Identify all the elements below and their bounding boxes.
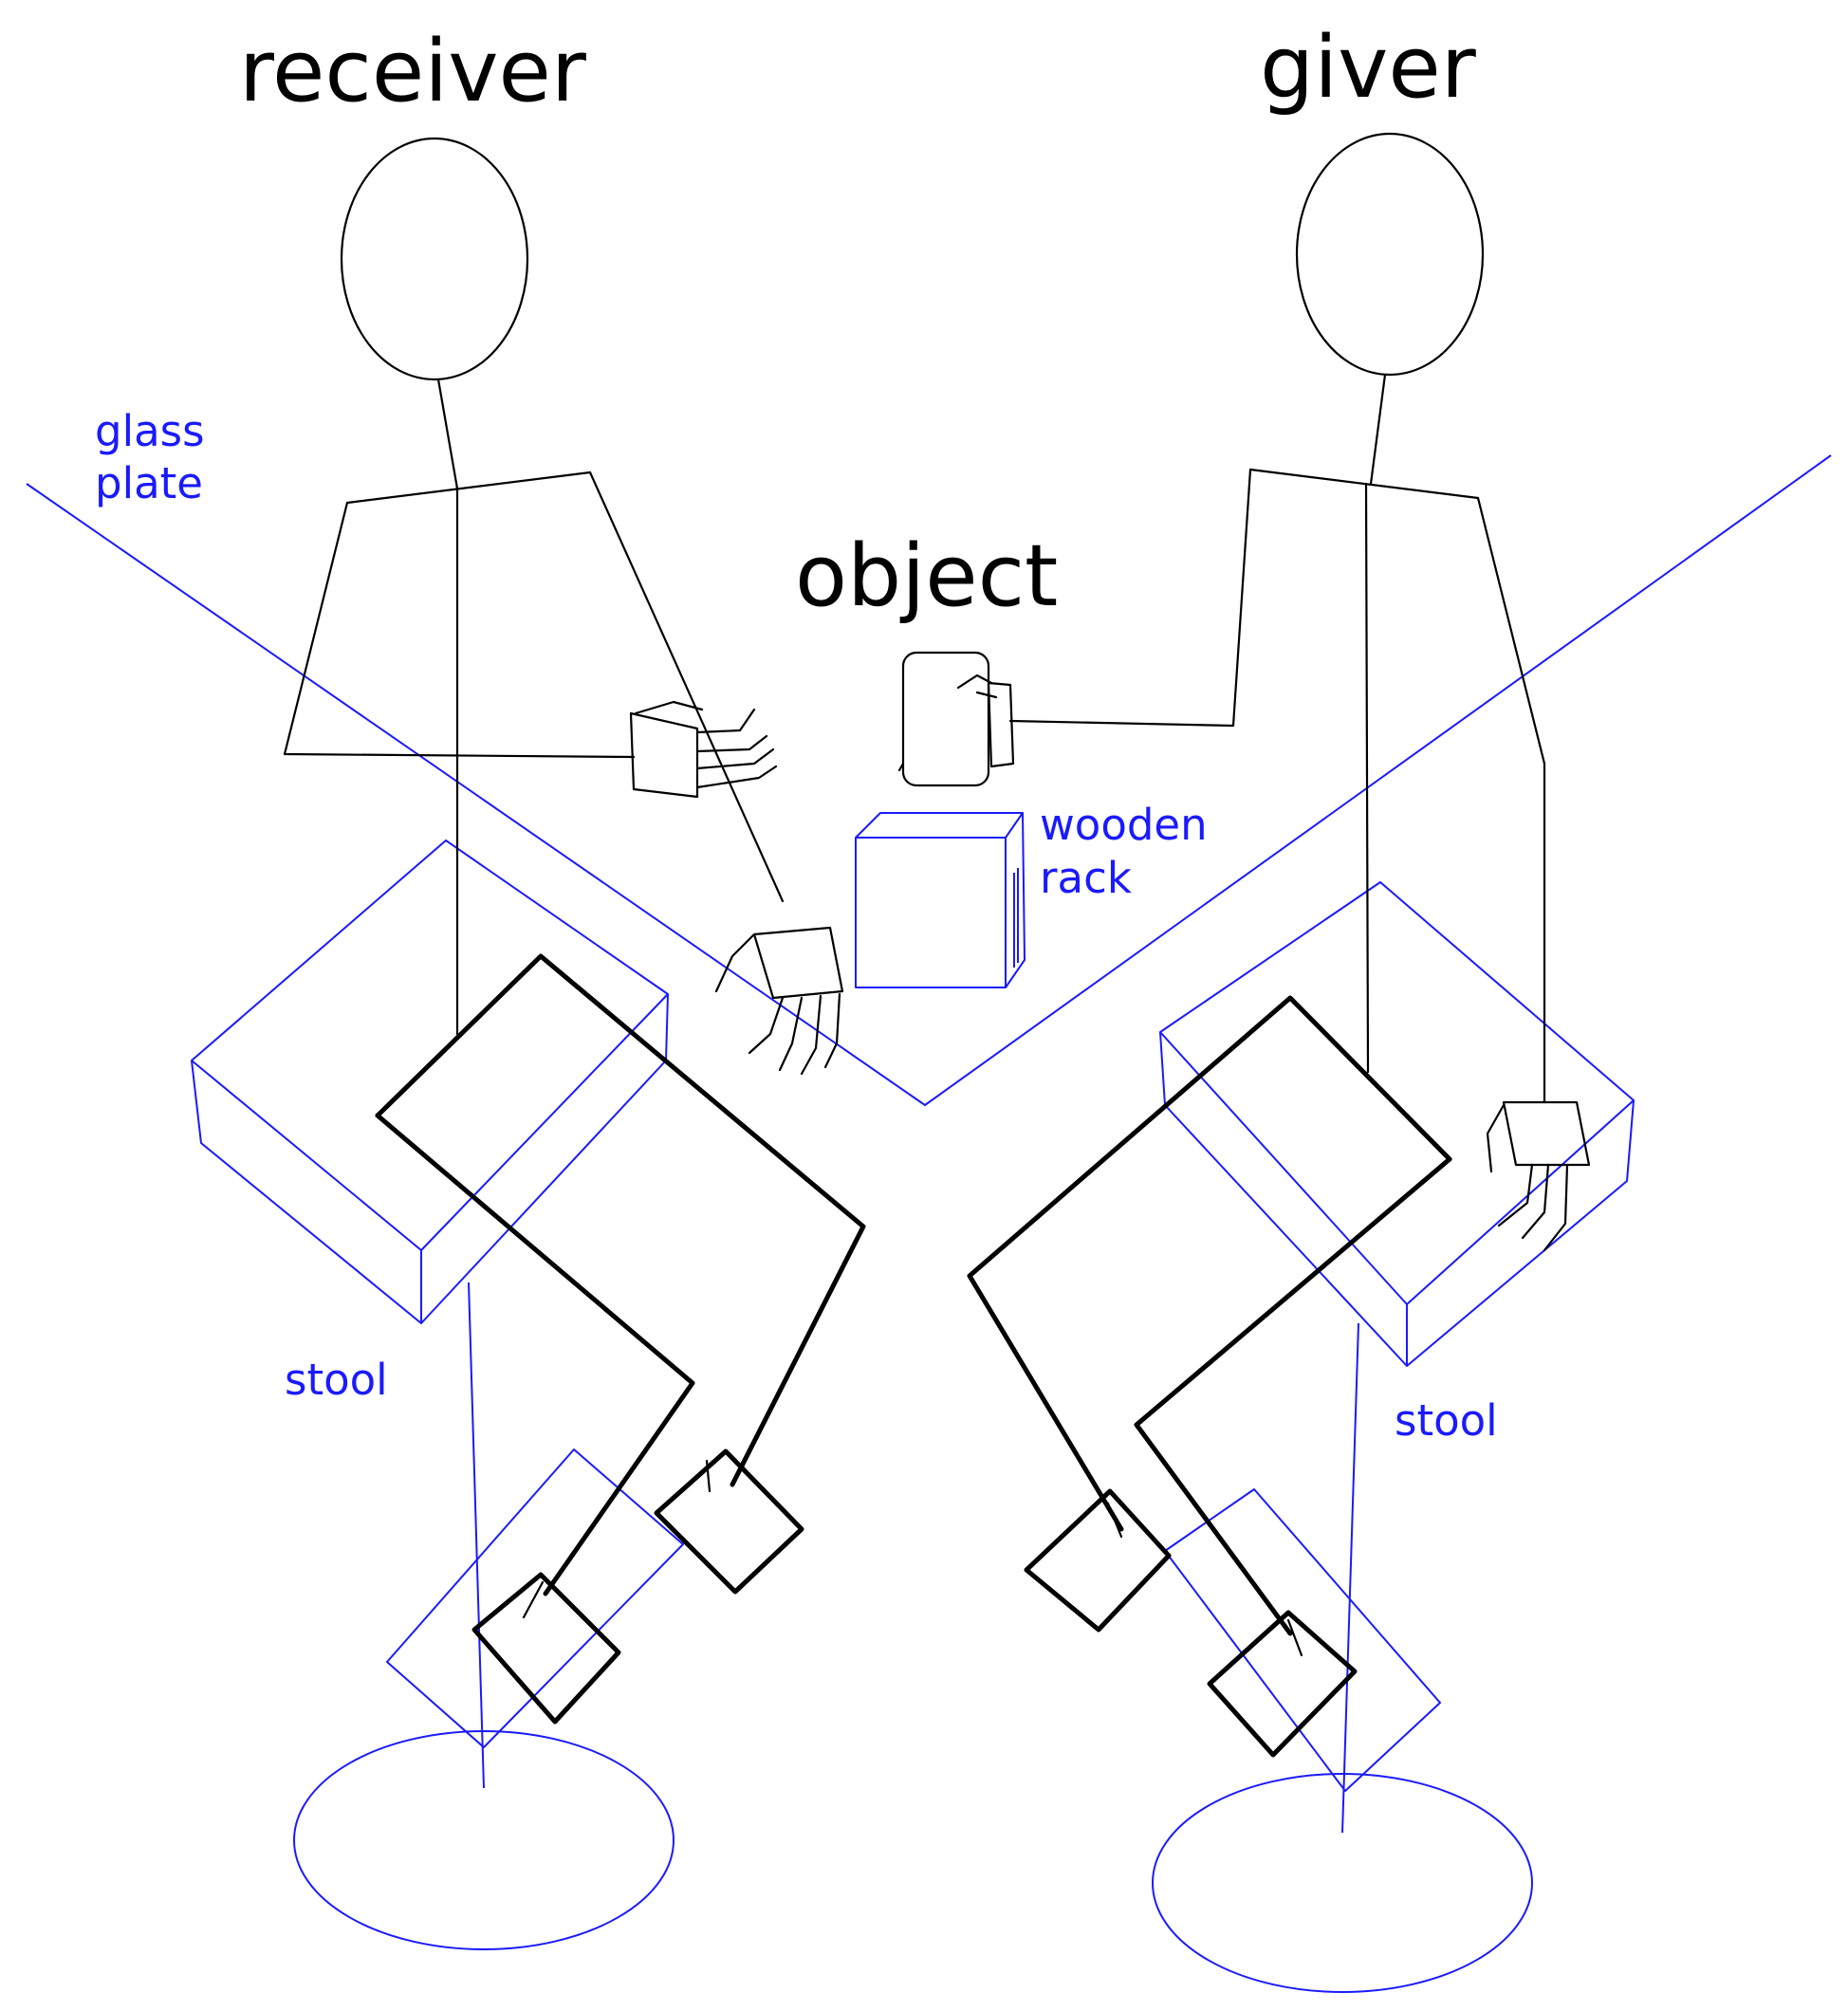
giver-head [1295, 132, 1485, 377]
object-edge [897, 762, 905, 772]
giver-finger [1486, 1103, 1506, 1173]
receiver-finger [778, 996, 804, 1072]
stool-left-seat-top [191, 839, 669, 1251]
glass-plate-label-line1: glass [95, 406, 205, 456]
stool-right-footrest [1164, 1488, 1441, 1792]
receiver-leg-lower [375, 1113, 695, 1596]
receiver-foot-left [471, 1572, 621, 1725]
giver-finger [1497, 1163, 1534, 1227]
giver-finger [975, 691, 998, 699]
receiver-finger [800, 994, 822, 1076]
glass-plate-label-line2: plate [95, 458, 203, 508]
giver-label: giver [1260, 18, 1476, 118]
receiver-finger [634, 700, 704, 715]
stool-right [1152, 881, 1635, 1993]
giver-hand-left-palm [987, 681, 1015, 768]
wooden-rack-front [855, 837, 1007, 988]
receiver-hand-right [714, 926, 844, 1076]
receiver-hand-right-palm [752, 926, 844, 1000]
giver-foot-right [1207, 1610, 1358, 1758]
wooden-rack-label-line2: rack [1040, 853, 1132, 903]
giver-arm-left [1008, 468, 1252, 728]
stool-left-footrest [386, 1448, 684, 1748]
giver-leg-upper [967, 995, 1452, 1532]
giver-ankle-left [1106, 1502, 1123, 1539]
giver-hand-right [1486, 1100, 1591, 1252]
giver-hand-right-palm [1502, 1100, 1591, 1167]
wooden-rack-top [855, 812, 1024, 839]
giver-neck [1369, 373, 1387, 486]
receiver-finger [695, 734, 768, 753]
receiver-finger [695, 747, 775, 770]
receiver-label: receiver [239, 22, 586, 121]
glass-plate-label: glass plate [95, 406, 205, 508]
giver-finger [956, 673, 993, 690]
stool-right-seat-top [1159, 881, 1635, 1305]
receiver-finger [748, 996, 785, 1055]
giver-foot-left [1024, 1488, 1172, 1633]
stool-left [191, 839, 684, 1950]
giver-hand-left [956, 673, 1015, 768]
stool-left-base [293, 1730, 675, 1950]
giver-spine [1364, 482, 1370, 1074]
receiver-foot-right [654, 1448, 804, 1595]
wooden-rack-label: wooden rack [1040, 800, 1208, 903]
receiver-shoulders [345, 470, 592, 505]
receiver-figure [283, 137, 866, 1725]
wooden-rack [855, 812, 1026, 988]
stool-right-post [1341, 1322, 1359, 1834]
stool-left-seat-front [191, 1060, 422, 1324]
object-shape [901, 651, 990, 787]
receiver-arm-left [283, 501, 636, 759]
wooden-rack-side [1005, 812, 1026, 988]
giver-leg-lower [1134, 1156, 1452, 1636]
stool-right-seat-side [1406, 1099, 1635, 1367]
giver-arm-right [1476, 496, 1546, 1104]
stool-right-base [1152, 1773, 1533, 1993]
receiver-finger [695, 708, 756, 734]
stool-left-post [468, 1282, 485, 1789]
object-label: object [795, 526, 1058, 626]
stool-right-seat-front [1159, 1031, 1408, 1367]
object [897, 651, 990, 787]
wooden-rack-label-line1: wooden [1040, 800, 1208, 850]
stool-left-label: stool [285, 1355, 388, 1405]
giver-finger [1521, 1163, 1550, 1240]
receiver-hand-left-palm [629, 711, 699, 799]
giver-ankle-right [1286, 1618, 1303, 1657]
receiver-leg-upper [375, 953, 866, 1487]
giver-finger [1543, 1163, 1569, 1252]
receiver-finger [823, 992, 841, 1069]
glass-plate-line [26, 454, 1832, 1106]
receiver-head [340, 137, 529, 381]
giver-figure [956, 132, 1591, 1758]
receiver-arm-right [588, 470, 785, 903]
receiver-finger [714, 932, 756, 993]
receiver-ankle-right [705, 1459, 711, 1493]
receiver-ankle-left [522, 1580, 545, 1619]
stool-left-seat-side [420, 993, 669, 1324]
receiver-neck [436, 378, 459, 490]
giver-shoulders [1248, 468, 1480, 500]
receiver-hand-left [629, 700, 778, 799]
stool-right-label: stool [1395, 1395, 1498, 1446]
receiver-finger [695, 765, 778, 789]
